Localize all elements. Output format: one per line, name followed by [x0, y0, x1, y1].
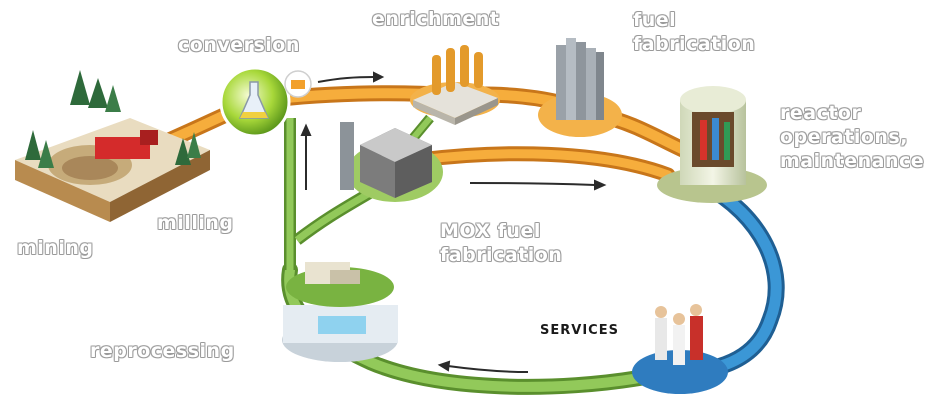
services-station: [632, 304, 728, 394]
label-reactor-line-2: operations,: [780, 126, 908, 148]
label-mox-fabrication: MOX fuel fabrication: [440, 219, 562, 267]
label-reprocessing: reprocessing: [90, 340, 235, 362]
mox-fabrication-station: [340, 122, 443, 202]
back-end-loop-pipe: [681, 176, 785, 381]
flow-arrows: [300, 71, 607, 373]
fuel-fabrication-station: [538, 38, 622, 137]
label-mox-line-2: fabrication: [440, 244, 563, 266]
mine-illustration: [15, 70, 210, 222]
recycle-loop-pipe: [281, 114, 653, 395]
reprocessing-station: [282, 262, 398, 362]
label-fuel-fabrication: fuel fabrication: [633, 8, 755, 56]
label-fuel-fabrication-line-2: fabrication: [633, 33, 756, 55]
label-reactor: reactor operations, maintenance: [780, 101, 924, 173]
label-reactor-line-1: reactor: [780, 102, 862, 124]
label-milling: milling: [157, 212, 234, 234]
label-fuel-fabrication-line-1: fuel: [633, 9, 677, 31]
label-reactor-line-3: maintenance: [780, 150, 925, 172]
label-conversion: conversion: [178, 34, 300, 56]
reactor-station: [657, 86, 767, 203]
label-mox-line-1: MOX fuel: [440, 220, 541, 242]
label-enrichment: enrichment: [372, 8, 500, 30]
label-services: SERVICES: [540, 323, 619, 338]
conversion-station: [219, 66, 312, 138]
enrichment-station: [410, 45, 500, 125]
label-mining: mining: [17, 237, 94, 259]
